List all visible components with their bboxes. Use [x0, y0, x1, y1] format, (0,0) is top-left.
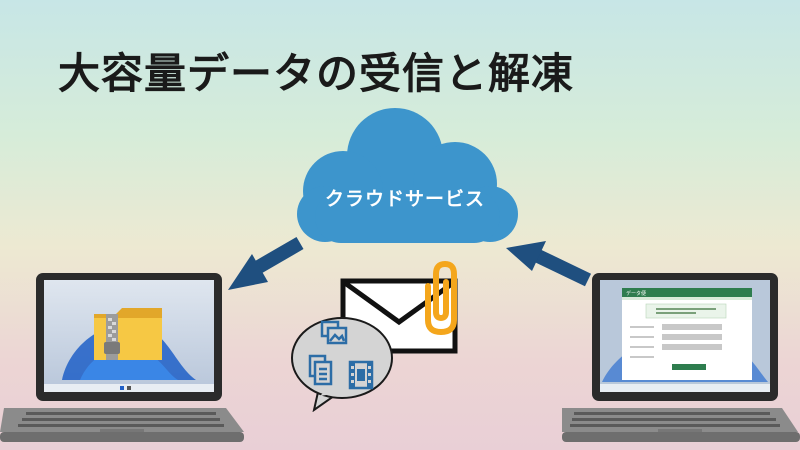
- video-icon: [348, 360, 374, 390]
- app-header-text: データ便: [626, 291, 647, 297]
- page-title: 大容量データの受信と解凍: [58, 49, 575, 98]
- zip-folder-icon: [94, 308, 162, 360]
- paperclip-icon: [425, 260, 457, 336]
- document-icon: [308, 354, 333, 386]
- images-icon: [320, 320, 348, 345]
- cloud-label: クラウドサービス: [324, 188, 485, 210]
- left-laptop: [0, 273, 244, 442]
- cloud-icon: [297, 108, 518, 243]
- file-bubble: [291, 317, 393, 412]
- right-laptop: [562, 273, 800, 442]
